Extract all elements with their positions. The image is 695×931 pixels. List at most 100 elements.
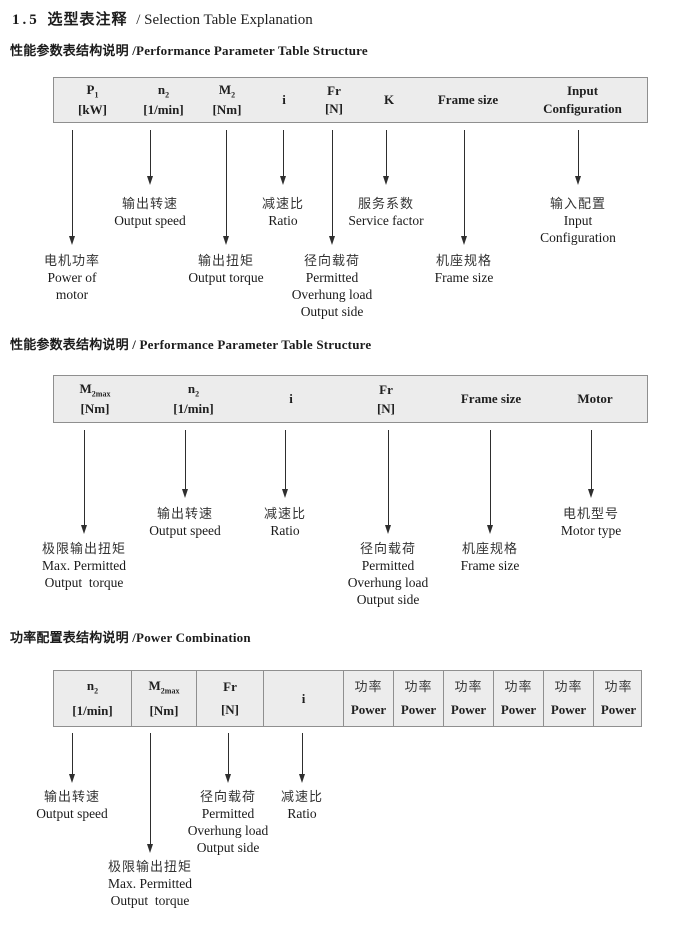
symbol-text: n: [187, 380, 196, 396]
symbol-text: i: [289, 391, 293, 406]
callout-line: motor: [55, 287, 89, 302]
down-arrow-icon: [222, 130, 231, 245]
callout-frame-size: 机座规格 Frame size: [384, 252, 544, 286]
callout-line: Max. Permitted: [42, 558, 126, 573]
callout-line: Service factor: [348, 213, 424, 228]
col-m2max: M2max [Nm]: [131, 671, 196, 726]
callout-line: 极限输出扭矩: [107, 859, 192, 874]
col-fr: Fr [N]: [196, 671, 263, 726]
symbol-subscript: 2max: [160, 686, 180, 696]
down-arrow-icon: [146, 733, 155, 853]
symbol-subscript: 1: [94, 90, 99, 100]
col-unit: [1/min]: [72, 702, 113, 718]
callout-line: 输出转速: [121, 196, 178, 211]
symbol-subscript: 2: [195, 389, 200, 399]
callout-line: Max. Permitted: [108, 876, 192, 891]
col-power-5: 功率 Power: [543, 671, 593, 726]
col-n2: n2 [1/min]: [136, 376, 251, 422]
down-arrow-icon: [574, 130, 583, 185]
col-p1: P1 [kW]: [54, 78, 131, 122]
col-motor: Motor: [541, 376, 649, 422]
callout-frame-size: 机座规格 Frame size: [410, 540, 570, 574]
col-symbol: P1: [87, 83, 99, 100]
callout-line: Configuration: [540, 230, 616, 245]
callout-power-of-motor: 电机功率 Power of motor: [0, 252, 152, 303]
callout-line: 输出转速: [43, 789, 100, 804]
callout-line: Output side: [196, 840, 260, 855]
callout-line: Output torque: [188, 270, 264, 285]
callout-line: 径向载荷: [199, 789, 256, 804]
down-arrow-icon: [181, 430, 190, 498]
col-m2max: M2max [Nm]: [54, 376, 136, 422]
symbol-text: n: [157, 82, 166, 98]
callout-line: 电机功率: [43, 253, 100, 268]
callout-service-factor: 服务系数 Service factor: [306, 195, 466, 229]
col-symbol: Fr: [327, 84, 341, 98]
symbol-text: P: [86, 82, 95, 98]
down-arrow-icon: [587, 430, 596, 498]
callout-line: Output side: [300, 304, 364, 319]
col-frame-size: Frame size: [420, 78, 516, 122]
callout-line: Ratio: [270, 523, 300, 538]
section1-heading: 性能参数表结构说明 /Performance Parameter Table S…: [10, 43, 368, 58]
symbol-text: i: [282, 92, 286, 107]
title-zh: 选型表注释: [47, 11, 128, 28]
callout-line: Motor type: [560, 523, 622, 538]
col-unit: Power: [400, 702, 437, 718]
col-unit: [Nm]: [149, 702, 179, 718]
callout-overhung-load: 径向载荷 Permitted Overhung load Output side: [252, 252, 412, 320]
performance-parameter-table-1: P1 [kW] n2 [1/min] M2 [Nm] i Fr [N] K Fr…: [53, 77, 648, 123]
callout-line: 减速比: [261, 196, 304, 211]
symbol-text: i: [301, 690, 306, 706]
col-i: i: [263, 671, 343, 726]
callout-line: Output torque: [44, 575, 124, 590]
callout-line: 输出转速: [156, 506, 213, 521]
symbol-text: M: [218, 82, 232, 98]
down-arrow-icon: [80, 430, 89, 534]
col-symbol: i: [282, 93, 286, 107]
callout-line: Permitted: [361, 558, 415, 573]
down-arrow-icon: [146, 130, 155, 185]
callout-ratio: 减速比 Ratio: [205, 505, 365, 539]
col-symbol: 功率: [554, 678, 583, 694]
callout-max-output-torque: 极限输出扭矩 Max. Permitted Output torque: [4, 540, 164, 591]
callout-line: Frame size: [460, 558, 520, 573]
callout-line: 极限输出扭矩: [41, 541, 126, 556]
col-symbol: n2: [87, 679, 98, 696]
down-arrow-icon: [328, 130, 337, 245]
callout-line: Overhung load: [347, 575, 429, 590]
col-unit: [N]: [324, 101, 344, 116]
performance-parameter-table-2: M2max [Nm] n2 [1/min] i Fr [N] Frame siz…: [53, 375, 648, 423]
col-symbol: K: [384, 93, 394, 107]
col-unit: [1/min]: [143, 101, 184, 117]
col-symbol: i: [301, 690, 306, 706]
col-symbol: i: [289, 392, 293, 406]
symbol-text: M: [79, 380, 92, 396]
col-symbol: 功率: [454, 678, 483, 694]
callout-line: Output speed: [149, 523, 221, 538]
symbol-subscript: 2: [94, 686, 99, 696]
col-symbol: Motor: [577, 392, 612, 406]
callout-output-speed: 输出转速 Output speed: [105, 505, 265, 539]
col-symbol: Frame size: [461, 392, 521, 406]
callout-line: Overhung load: [187, 823, 269, 838]
col-power-1: 功率 Power: [343, 671, 393, 726]
col-symbol: M2max: [79, 380, 111, 399]
col-symbol: 功率: [504, 678, 533, 694]
col-unit: Configuration: [543, 101, 622, 116]
callout-input-configuration: 输入配置 Input Configuration: [498, 195, 658, 246]
callout-line: Overhung load: [291, 287, 373, 302]
symbol-subscript: 2max: [91, 389, 111, 399]
col-m2: M2 [Nm]: [196, 78, 258, 122]
col-fr: Fr [N]: [310, 78, 358, 122]
callout-output-speed: 输出转速 Output speed: [70, 195, 230, 229]
callout-line: 机座规格: [461, 541, 518, 556]
down-arrow-icon: [224, 733, 233, 783]
down-arrow-icon: [382, 130, 391, 185]
col-unit: [Nm]: [212, 101, 242, 117]
callout-overhung-load: 径向载荷 Permitted Overhung load Output side: [148, 788, 308, 856]
callout-line: Ratio: [268, 213, 298, 228]
col-n2: n2 [1/min]: [131, 78, 196, 122]
symbol-subscript: 2: [231, 90, 236, 100]
col-power-2: 功率 Power: [393, 671, 443, 726]
